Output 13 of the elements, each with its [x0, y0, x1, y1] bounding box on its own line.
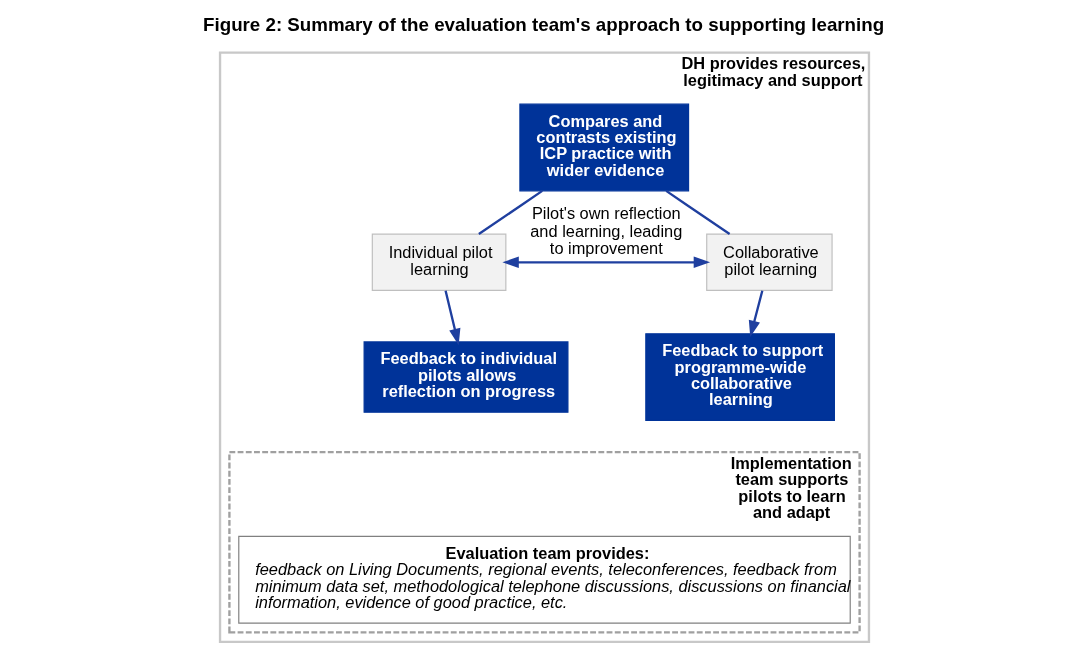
- node-box: Feedback to support programme-wide collaborative learning: [644, 333, 835, 422]
- connector: [665, 189, 730, 235]
- node-box: Collaborative pilot learning: [705, 233, 833, 291]
- arrow: [501, 256, 710, 269]
- arrow: [748, 290, 763, 337]
- node-box: Individual pilot learning: [371, 233, 506, 291]
- diagram-title: Figure 2: Summary of the evaluation team's approach to supporting learning: [202, 14, 884, 36]
- node-box: Evaluation team provides: feedback on Living Documents, regional events, teleconferences, feedback from minimum data set, methodological telephone discussions, discussions on financial information, evidence of good practice, etc.: [237, 535, 851, 624]
- node-box: Compares and contrasts existing ICP practice with wider evidence: [518, 103, 689, 192]
- node-box: Feedback to individual pilots allows reflection on progress: [363, 341, 568, 413]
- connector: [477, 189, 543, 235]
- edge-label: Pilot's own reflection and learning, leading to improvement: [529, 204, 682, 258]
- arrow: [443, 290, 460, 346]
